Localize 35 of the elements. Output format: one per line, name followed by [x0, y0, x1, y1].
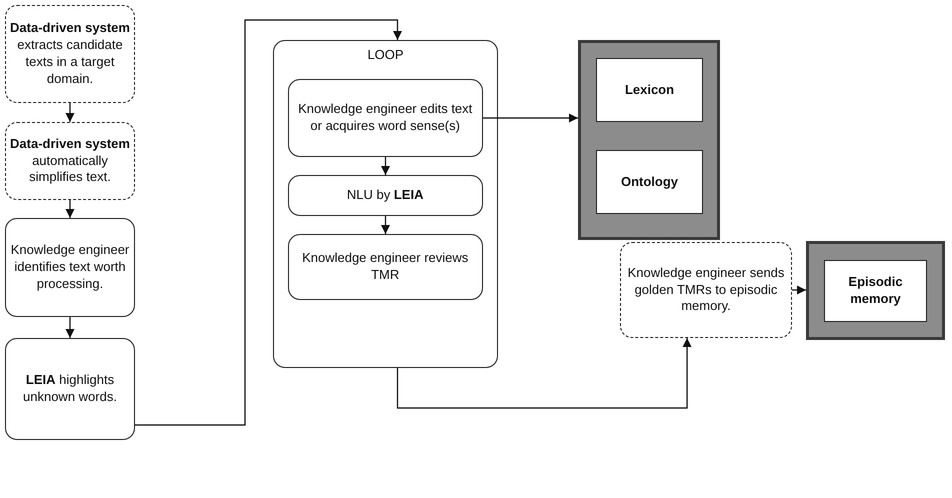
arrow [381, 157, 390, 175]
process-box [596, 150, 703, 214]
node-text: Data-driven system automatically simplifies text. [9, 136, 131, 186]
node-text: LEIA highlights unknown words. [22, 372, 118, 406]
node-text: Knowledge engineer identifies text worth processing. [10, 242, 130, 293]
process-box [5, 122, 135, 200]
node-text: NLU by LEIA [346, 186, 424, 204]
node-text: Data-driven system extracts candidate texts in a target domain. [9, 20, 131, 88]
arrow [792, 286, 806, 294]
process-box [288, 78, 483, 157]
process-box [288, 234, 483, 300]
storage-panel [578, 40, 720, 240]
node-text: Lexicon [624, 82, 676, 98]
process-box [620, 242, 792, 338]
arrow [66, 200, 74, 218]
process-box [5, 338, 135, 440]
arrow [381, 216, 390, 234]
arrow [66, 317, 74, 338]
node-text: Ontology [620, 174, 680, 190]
storage-panel [806, 241, 945, 340]
process-box [5, 5, 135, 103]
process-box [824, 260, 927, 322]
arrow [396, 338, 692, 409]
arrow [66, 103, 74, 122]
node-text: Knowledge engineer sends golden TMRs to episodic memory. [626, 264, 786, 316]
arrow [135, 19, 402, 426]
process-box [596, 58, 703, 122]
process-box [5, 218, 135, 317]
node-text: Episodic memory [847, 274, 904, 308]
arrow [483, 114, 578, 122]
group-title: LOOP [366, 47, 405, 64]
process-box [288, 174, 483, 216]
node-text: Knowledge engineer edits text or acquires word sense(s) [297, 100, 474, 135]
node-text: Knowledge engineer reviews TMR [301, 250, 470, 284]
loop-container [273, 40, 498, 368]
